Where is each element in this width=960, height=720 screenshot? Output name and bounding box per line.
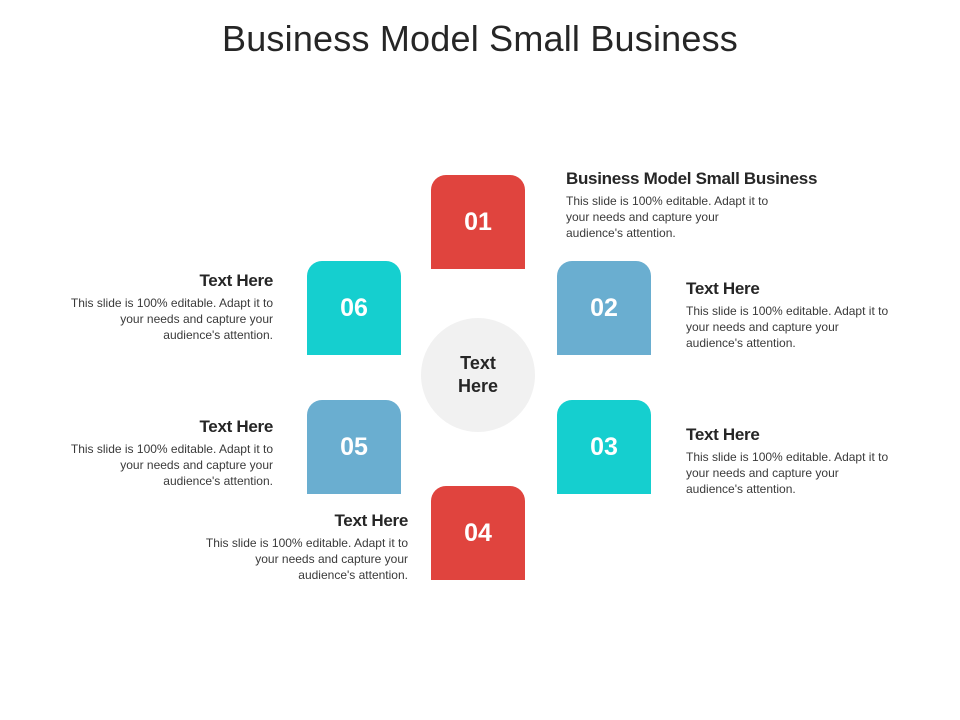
step-body: This slide is 100% editable. Adapt it to…: [686, 450, 889, 496]
step-text-06: Text Here This slide is 100% editable. A…: [63, 271, 273, 343]
step-body: This slide is 100% editable. Adapt it to…: [70, 296, 273, 342]
step-text-02: Text Here This slide is 100% editable. A…: [686, 279, 896, 351]
step-box-04: 04: [431, 486, 525, 580]
step-body: This slide is 100% editable. Adapt it to…: [205, 536, 408, 582]
slide-title: Business Model Small Business: [221, 18, 739, 59]
center-circle: Text Here: [421, 318, 535, 432]
step-heading: Text Here: [199, 417, 273, 436]
step-heading: Text Here: [199, 271, 273, 290]
step-box-05: 05: [307, 400, 401, 494]
step-box-06: 06: [307, 261, 401, 355]
step-text-04: Text Here This slide is 100% editable. A…: [198, 511, 408, 583]
step-heading: Business Model Small Business: [566, 169, 818, 188]
center-label-line1: Text: [460, 353, 496, 373]
step-text-03: Text Here This slide is 100% editable. A…: [686, 425, 896, 497]
step-text-05: Text Here This slide is 100% editable. A…: [63, 417, 273, 489]
step-heading: Text Here: [686, 425, 760, 444]
step-heading: Text Here: [686, 279, 760, 298]
step-body: This slide is 100% editable. Adapt it to…: [686, 304, 889, 350]
step-body: This slide is 100% editable. Adapt it to…: [566, 194, 769, 240]
step-box-03: 03: [557, 400, 651, 494]
step-heading: Text Here: [334, 511, 408, 530]
step-box-01: 01: [431, 175, 525, 269]
step-body: This slide is 100% editable. Adapt it to…: [70, 442, 273, 488]
step-box-02: 02: [557, 261, 651, 355]
center-label-line2: Here: [457, 376, 499, 396]
step-text-01: Business Model Small Business This slide…: [566, 169, 866, 241]
